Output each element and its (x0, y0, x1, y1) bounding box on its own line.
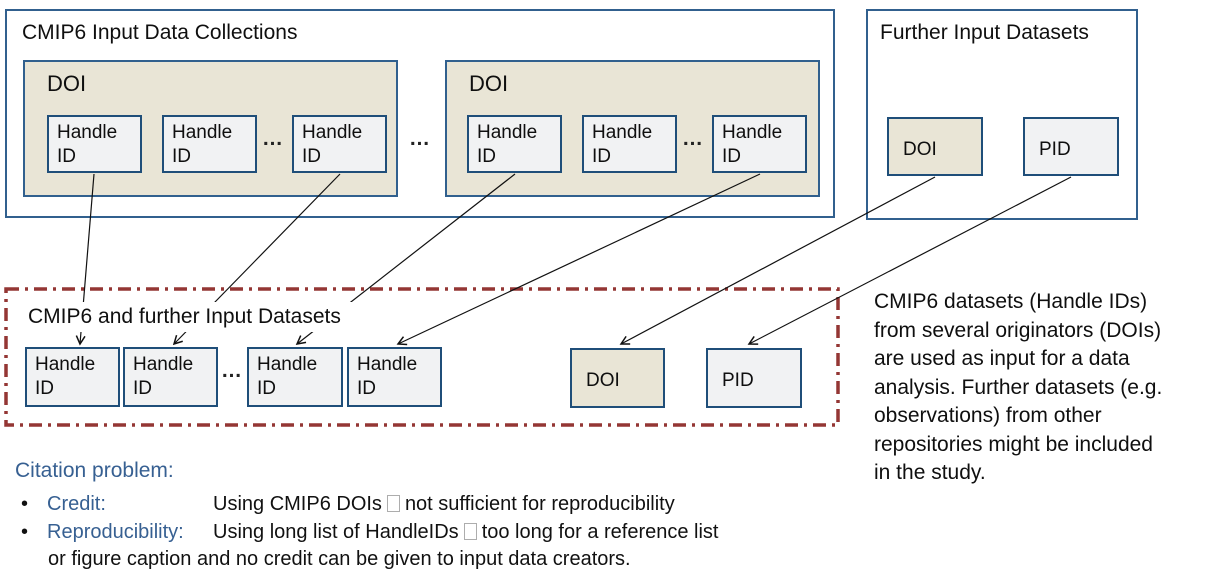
citation-bullet-credit: • Credit: Using CMIP6 DOIs not sufficient… (21, 492, 675, 516)
missing-glyph-icon (463, 523, 477, 540)
bullet-text-after: not sufficient for reproducibility (404, 493, 675, 515)
handle-id-box: Handle ID (123, 347, 218, 407)
ellipsis: … (262, 127, 285, 150)
bullet-text-after: too long for a reference list (481, 521, 719, 543)
bullet-text-before: Using CMIP6 DOIs (213, 493, 382, 515)
citation-continuation: or figure caption and no credit can be g… (48, 548, 631, 570)
missing-glyph-icon (386, 495, 400, 512)
doi-group-1-label: DOI (47, 71, 87, 96)
handle-id-box: Handle ID (162, 115, 257, 173)
bullet-text: Using CMIP6 DOIs not sufficient for repro… (213, 492, 675, 516)
handle-id-box: Handle ID (47, 115, 142, 173)
handle-id-box: Handle ID (292, 115, 387, 173)
merged-input-title: CMIP6 and further Input Datasets (24, 302, 373, 332)
annotation-text: CMIP6 datasets (Handle IDs) from several… (874, 290, 1163, 484)
bullet-label: Credit: (47, 493, 106, 515)
bullet-label: Reproducibility: (47, 521, 184, 543)
citation-bullet-reproducibility: • Reproducibility: Using long list of Ha… (21, 520, 718, 544)
handle-id-box: Handle ID (347, 347, 442, 407)
pid-box: PID (706, 348, 802, 408)
bullet-text-before: Using long list of HandleIDs (213, 521, 459, 543)
handle-id-box: Handle ID (467, 115, 562, 173)
citation-heading: Citation problem: (15, 459, 174, 482)
ellipsis: … (221, 359, 244, 382)
handle-id-box: Handle ID (712, 115, 807, 173)
pid-box: PID (1023, 117, 1119, 176)
bullet-icon: • (21, 521, 29, 543)
handle-id-box: Handle ID (25, 347, 120, 407)
handle-id-box: Handle ID (247, 347, 343, 407)
ellipsis: … (682, 127, 705, 150)
doi-group-2-label: DOI (469, 71, 509, 96)
cmip6-collections-title: CMIP6 Input Data Collections (22, 21, 298, 44)
further-inputs-title: Further Input Datasets (880, 21, 1089, 44)
handle-id-box: Handle ID (582, 115, 677, 173)
bullet-icon: • (21, 493, 29, 515)
bullet-text: Using long list of HandleIDs too long for… (213, 520, 718, 544)
doi-box: DOI (887, 117, 983, 176)
doi-box: DOI (570, 348, 665, 408)
ellipsis: … (409, 127, 432, 150)
